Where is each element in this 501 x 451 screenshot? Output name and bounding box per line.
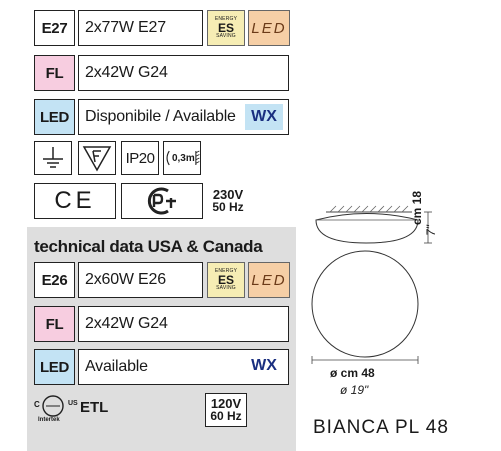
height-imperial: 7" (424, 225, 438, 236)
ip-rating-box: IP20 (121, 141, 159, 175)
led-spec-usa: Available (85, 358, 148, 375)
pct-certification-icon (147, 187, 176, 215)
led-code-box-usa: LED (34, 349, 75, 385)
ground-icon (43, 147, 63, 168)
fl-spec-box: 2x42W G24 (78, 55, 289, 91)
distance-value: 0,3m (171, 152, 195, 164)
etl-listed-mark: C US ETL Intertek (34, 392, 114, 426)
etl-c: C (34, 400, 40, 409)
led-badge-usa: LED (248, 262, 290, 298)
etl-label: ETL (80, 399, 109, 416)
height-metric: cm 18 (410, 190, 424, 225)
led-spec: Disponibile / Available (85, 108, 236, 125)
flammable-surface-box (78, 141, 116, 175)
f-mark-icon (82, 146, 112, 172)
e26-spec-box: 2x60W E26 (78, 262, 203, 298)
fl-code-usa: FL (45, 315, 64, 333)
fl-spec-box-usa: 2x42W G24 (78, 306, 289, 342)
fl-spec-usa: 2x42W G24 (85, 315, 168, 332)
etl-us: US (68, 400, 78, 407)
e27-spec-box: 2x77W E27 (78, 10, 203, 46)
energy-saving-badge: ENERGY ES SAVING (207, 10, 245, 46)
energy-saving-badge-usa: ENERGY ES SAVING (207, 262, 245, 298)
e26-spec: 2x60W E26 (85, 271, 166, 288)
led-code: LED (39, 108, 70, 126)
model-name: BIANCA PL 48 (313, 417, 449, 438)
ground-symbol-box (34, 141, 72, 175)
fl-code-box: FL (34, 55, 75, 91)
wx-badge-usa: WX (245, 353, 283, 379)
diameter-metric: ø cm 48 (330, 366, 375, 380)
ip-rating: IP20 (125, 149, 155, 167)
distance-icon (166, 150, 170, 166)
e27-spec: 2x77W E27 (85, 19, 166, 36)
wx-badge: WX (245, 104, 283, 130)
e26-code: E26 (41, 271, 68, 289)
fl-code: FL (45, 64, 64, 82)
diameter-imperial: ø 19" (340, 383, 369, 397)
ce-mark-box: CE (34, 183, 116, 219)
intertek-label: Intertek (38, 417, 60, 423)
ce-mark: CE (54, 187, 96, 214)
etl-circle-icon (42, 395, 64, 417)
usa-heading: technical data USA & Canada (34, 237, 263, 256)
voltage-eu: 230V 50 Hz (212, 187, 244, 214)
fl-code-box-usa: FL (34, 306, 75, 342)
lamp-drawing (311, 205, 432, 364)
led-code-box: LED (34, 99, 75, 135)
e26-code-box: E26 (34, 262, 75, 298)
distance-box: 0,3m (163, 141, 201, 175)
voltage-usa: 120V 60 Hz (205, 393, 247, 427)
pct-mark-box (121, 183, 203, 219)
led-code-usa: LED (39, 358, 70, 376)
wall-hatch-icon (195, 150, 200, 165)
e27-code-box: E27 (34, 10, 75, 46)
led-badge: LED (248, 10, 290, 46)
e27-code: E27 (41, 19, 68, 37)
fl-spec: 2x42W G24 (85, 64, 168, 81)
